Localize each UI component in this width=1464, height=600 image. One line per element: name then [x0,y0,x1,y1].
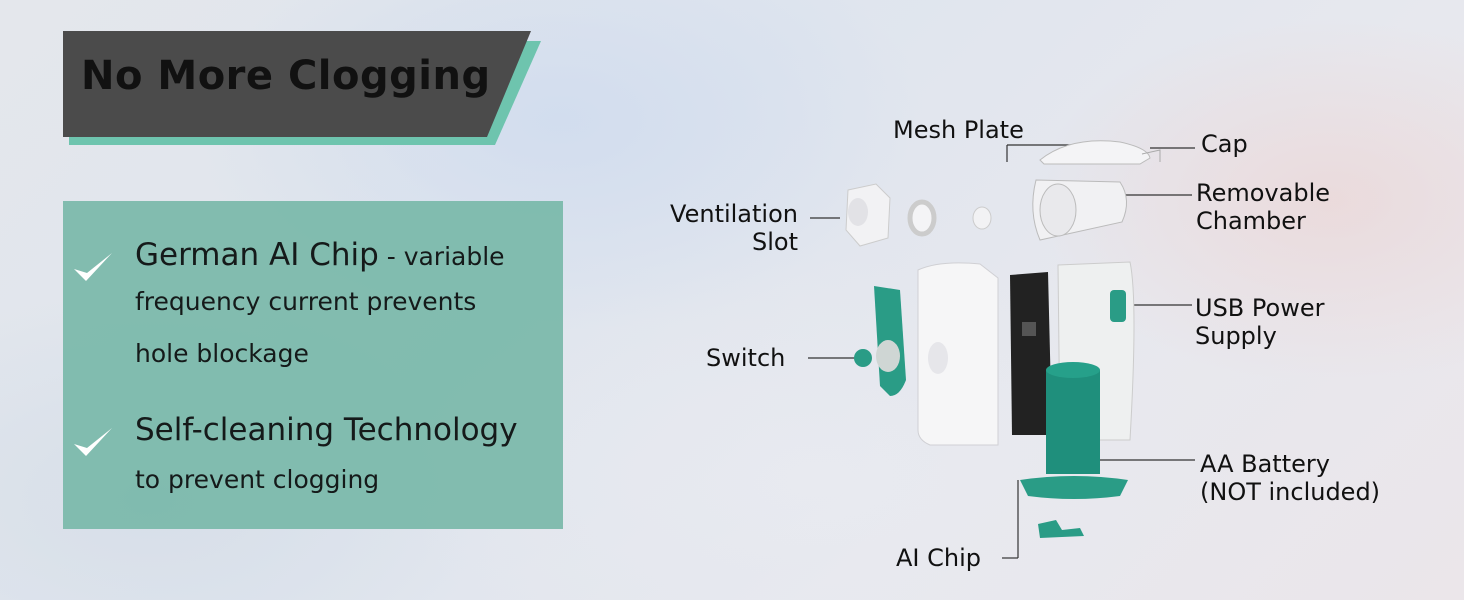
removable-chamber-part [1032,179,1127,241]
label-aa-battery: AA Battery (NOT included) [1200,450,1381,506]
label-ventilation-slot: Ventilation Slot [670,200,798,256]
label-ai-chip: AI Chip [896,544,981,572]
page-title: No More Clogging [81,53,491,99]
feature-title: German AI Chip - variable [135,237,505,273]
title-banner: No More Clogging [63,31,543,147]
cap-part [1039,140,1161,165]
feature-title: Self-cleaning Technology [135,412,518,448]
check-icon [74,428,112,456]
features-panel: German AI Chip - variable frequency curr… [63,201,563,529]
feature-text: to prevent clogging [135,465,380,494]
label-mesh-plate: Mesh Plate [893,116,1024,144]
feature-text: hole blockage [135,339,309,368]
check-icon [74,253,112,281]
banner-shape [63,31,541,145]
device-illustration [808,140,1195,559]
exploded-diagram: Mesh Plate Cap Ventilation Slot Removabl… [600,100,1460,590]
label-removable-chamber: Removable Chamber [1196,179,1331,235]
label-switch: Switch [706,344,786,372]
feature-text: frequency current prevents [135,287,477,316]
label-usb-power-supply: USB Power Supply [1195,294,1325,350]
label-cap: Cap [1201,130,1248,158]
